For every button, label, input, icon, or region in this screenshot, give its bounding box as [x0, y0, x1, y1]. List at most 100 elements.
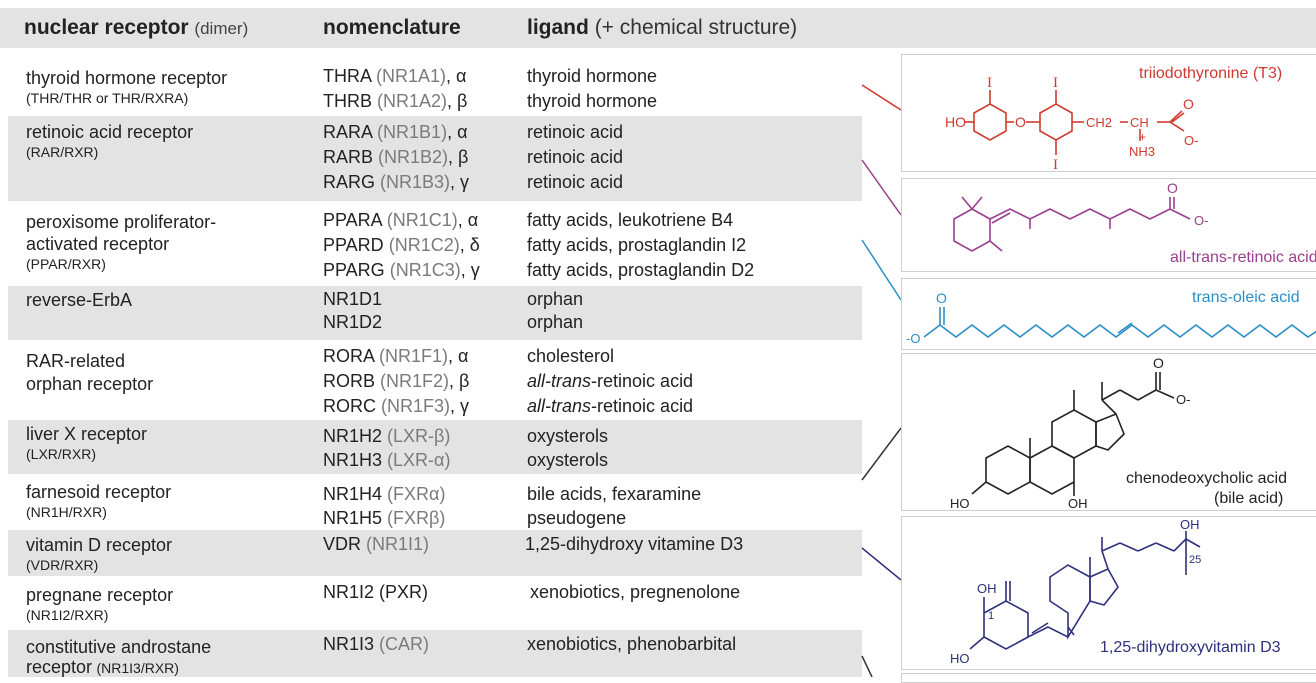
vitd-ho: HO: [950, 651, 970, 666]
ligand-entry: 1,25-dihydroxy vitamine D3: [525, 534, 744, 554]
receptor-name: farnesoid receptor: [26, 482, 172, 502]
receptor-dimer: (PPAR/RXR): [26, 256, 106, 272]
structure-vitd: 1,25-dihydroxyvitamin D3 OH 25: [901, 516, 1316, 670]
connector-cdca: [861, 427, 902, 481]
ligand-entry: pseudogene: [527, 508, 627, 528]
receptor-name: constitutive androstane: [26, 637, 212, 657]
receptor-name-line2: orphan receptor: [26, 374, 154, 394]
vitd-oh-25: OH: [1180, 517, 1200, 532]
nomenclature-entry: NR1D1: [323, 289, 383, 309]
ligand-entry: orphan: [527, 289, 584, 309]
nomenclature-entry: PPARA (NR1C1), α: [323, 210, 479, 230]
t3-nh3: NH3: [1129, 144, 1155, 159]
ligand-entry: all-trans-retinoic acid: [527, 371, 694, 391]
receptor-dimer: (NR1H/RXR): [26, 504, 107, 520]
structure-t3: triiodothyronine (T3) HO I I I O CH2 CH …: [901, 54, 1316, 172]
structure-atra: all-trans-retinoic acid O O-: [901, 178, 1316, 272]
receptor-dimer: (VDR/RXR): [26, 557, 99, 573]
receptor-name: liver X receptor: [26, 424, 148, 444]
atra-carbonyl: O: [1167, 180, 1178, 196]
structure-label-2: (bile acid): [1214, 490, 1284, 507]
t3-ch: CH: [1130, 115, 1149, 130]
vitd-pos1: 1: [988, 610, 994, 622]
connector-oleic: [861, 239, 902, 301]
receptor-dimer: (LXR/RXR): [26, 446, 97, 462]
t3-ether-o: O: [1015, 114, 1026, 130]
ligand-entry: xenobiotics, phenobarbital: [527, 634, 737, 654]
receptor-dimer: (THR/THR or THR/RXRA): [26, 90, 189, 106]
receptor-name-line2: receptor (NR1I3/RXR): [26, 657, 179, 677]
nomenclature-entry: PPARG (NR1C3), γ: [323, 260, 480, 280]
ligand-entry: retinoic acid: [527, 122, 624, 142]
ligand-entry: xenobiotics, pregnenolone: [530, 582, 741, 602]
ligand-entry: orphan: [527, 312, 584, 332]
ligand-entry: thyroid hormone: [527, 66, 658, 86]
nomenclature-entry: VDR (NR1I1): [323, 534, 430, 554]
nomenclature-entry: RARA (NR1B1), α: [323, 122, 468, 142]
row-band: [8, 420, 862, 474]
t3-molecule: HO I I I O CH2 CH O O- + NH3: [945, 75, 1198, 172]
t3-iodine-2: I: [1053, 75, 1058, 91]
ligand-entry: retinoic acid: [527, 147, 624, 167]
header-nomenclature: nomenclature: [323, 16, 461, 39]
ligand-entry: fatty acids, leukotriene B4: [527, 210, 734, 230]
receptor-name: RAR-related: [26, 351, 126, 371]
structure-label: trans-oleic acid: [1192, 289, 1300, 306]
structure-label: 1,25-dihydroxyvitamin D3: [1100, 639, 1281, 656]
ligand-entry: fatty acids, prostaglandin D2: [527, 260, 755, 280]
ligand-entry: retinoic acid: [527, 172, 624, 192]
cdca-molecule: O O- HO OH: [950, 355, 1190, 511]
nomenclature-entry: NR1H5 (FXRβ): [323, 508, 446, 528]
structure-oleic: trans-oleic acid O -O: [901, 278, 1316, 350]
t3-plus: +: [1139, 130, 1146, 144]
header-nuclear-receptor: nuclear receptor (dimer): [24, 16, 249, 39]
structure-label: triiodothyronine (T3): [1139, 65, 1283, 82]
cdca-oxide: O-: [1176, 392, 1190, 407]
cdca-oh: OH: [1068, 496, 1088, 511]
connector-next: [861, 655, 873, 677]
receptor-name: peroxisome proliferator-: [26, 212, 217, 232]
structure-label: all-trans-retinoic acid: [1170, 249, 1316, 266]
oleic-carbonyl: O: [936, 290, 947, 306]
atra-oxide: O-: [1194, 213, 1208, 228]
t3-iodine-3: I: [1053, 157, 1058, 172]
t3-oxide: O-: [1184, 133, 1198, 148]
ligand-entry: cholesterol: [527, 346, 615, 366]
nomenclature-entry: THRB (NR1A2), β: [323, 91, 468, 111]
oleic-molecule: O -O: [906, 290, 1316, 346]
ligand-entry: oxysterols: [527, 426, 609, 446]
receptor-name: retinoic acid receptor: [26, 122, 194, 142]
vitd-molecule: OH 25 OH 1 HO: [950, 517, 1201, 666]
nomenclature-entry: NR1D2: [323, 312, 383, 332]
structure-label: chenodeoxycholic acid: [1126, 470, 1287, 487]
ligand-entry: fatty acids, prostaglandin I2: [527, 235, 747, 255]
nomenclature-entry: THRA (NR1A1), α: [323, 66, 467, 86]
structure-cdca: chenodeoxycholic acid (bile acid) O O- H…: [901, 353, 1316, 511]
ligand-entry: oxysterols: [527, 450, 609, 470]
t3-ho: HO: [945, 114, 966, 130]
nomenclature-entry: RARB (NR1B2), β: [323, 147, 469, 167]
oleic-oxide: -O: [906, 331, 920, 346]
receptor-dimer: (NR1I2/RXR): [26, 607, 109, 623]
nomenclature-entry: RORB (NR1F2), β: [323, 371, 470, 391]
header-ligand: ligand (+ chemical structure): [527, 16, 798, 39]
cdca-carbonyl: O: [1153, 355, 1164, 371]
ligand-entry: all-trans-retinoic acid: [527, 396, 694, 416]
t3-carbonyl: O: [1183, 96, 1194, 112]
cdca-ho: HO: [950, 496, 970, 511]
receptor-name: reverse-ErbA: [26, 290, 133, 310]
nomenclature-entry: NR1I2 (PXR): [323, 582, 429, 602]
row-band: [8, 116, 862, 201]
table-header: nuclear receptor (dimer) nomenclature li…: [0, 8, 1316, 48]
structure-next: [901, 673, 1316, 683]
vitd-oh-1: OH: [977, 581, 997, 596]
vitd-pos25: 25: [1189, 554, 1201, 566]
connector-vitd: [861, 547, 902, 581]
ligand-entry: bile acids, fexaramine: [527, 484, 702, 504]
receptor-name-line2: activated receptor: [26, 234, 170, 254]
receptor-name: vitamin D receptor: [26, 535, 173, 555]
row-band: [8, 530, 862, 576]
nomenclature-entry: RARG (NR1B3), γ: [323, 172, 470, 192]
nomenclature-entry: NR1H3 (LXR-α): [323, 450, 451, 470]
